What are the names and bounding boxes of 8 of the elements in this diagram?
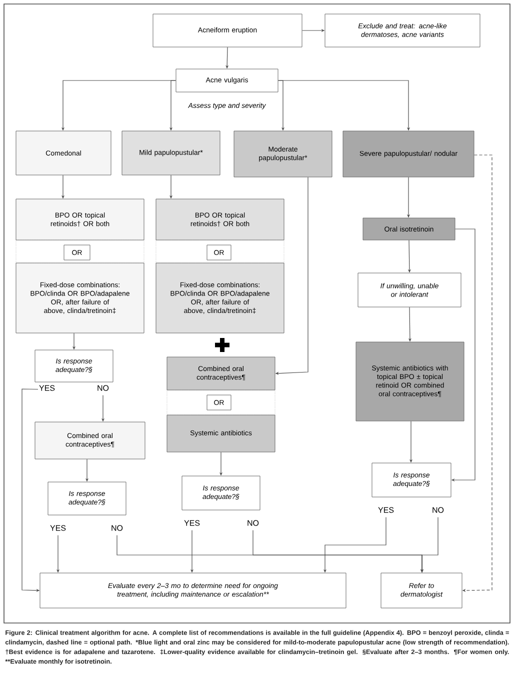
edge-label: YES (184, 520, 200, 526)
edge-label: NO (96, 384, 110, 392)
edge-label: NO (110, 524, 124, 532)
edge-label: YES (38, 384, 56, 392)
edge-label: YES (50, 524, 66, 532)
edge-label: YES (378, 506, 394, 514)
edge-label: NO (432, 506, 444, 514)
edge-label: NO (246, 520, 260, 526)
